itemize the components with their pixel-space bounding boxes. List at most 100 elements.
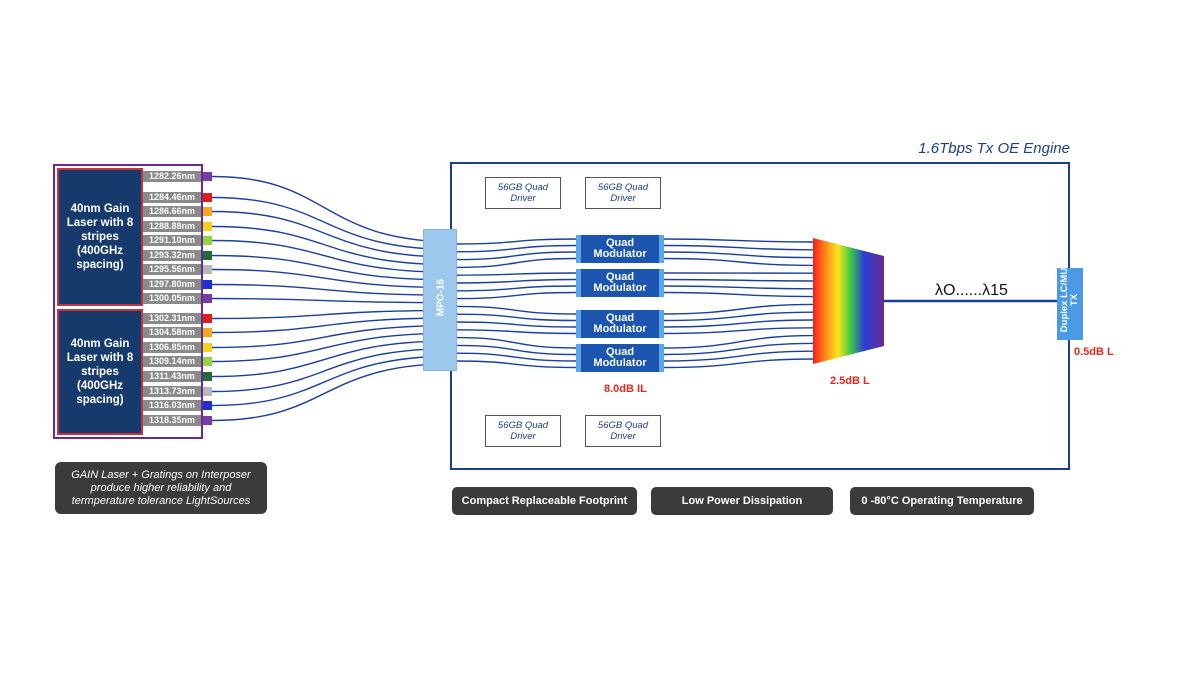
fiber-line (211, 196, 457, 251)
duplex-loss-label: 0.5dB L (1074, 346, 1114, 358)
fiber-line (455, 272, 577, 276)
quad-modulator-2: Quad Modulator (576, 269, 664, 297)
modulator-label: Quad Modulator (593, 237, 647, 260)
wavelength-color-swatch (203, 207, 212, 216)
fiber-line (455, 336, 577, 349)
fiber-line (455, 257, 577, 269)
fiber-line (663, 350, 814, 362)
fiber-line (211, 175, 457, 243)
fiber-line (211, 239, 457, 274)
quad-modulator-1: Quad Modulator (576, 235, 664, 263)
wavelength-label: 1306.85nm (143, 342, 201, 353)
modulator-label: Quad Modulator (593, 271, 647, 294)
wavelength-mux (813, 238, 884, 364)
fiber-line (211, 297, 457, 304)
fiber-line (663, 244, 814, 251)
wavelength-color-swatch (203, 343, 212, 352)
wavelength-color-swatch (203, 193, 212, 202)
wavelength-color-swatch (203, 172, 212, 181)
fiber-line (455, 360, 577, 369)
fiber-line (455, 344, 577, 356)
modulator-label: Quad Modulator (593, 346, 647, 369)
wavelength-color-swatch (203, 265, 212, 274)
wavelength-color-swatch (203, 416, 212, 425)
gain-laser-2-label: 40nm Gain Laser with 8 stripes (400GHz s… (66, 338, 134, 406)
driver-label: 56GB Quad Driver (497, 182, 549, 204)
quad-modulator-3: Quad Modulator (576, 310, 664, 338)
fiber-line (211, 210, 457, 258)
feature-compact-footprint: Compact Replaceable Footprint (452, 487, 637, 515)
fiber-line (211, 340, 457, 378)
fiber-line (211, 332, 457, 363)
fiber-line (663, 257, 814, 267)
wavelength-label: 1300.05nm (143, 293, 201, 304)
fiber-line (663, 319, 814, 328)
fiber-line (663, 327, 814, 335)
wavelength-color-swatch (203, 372, 212, 381)
wavelength-label: 1293.32nm (143, 250, 201, 261)
fiber-line (663, 238, 814, 243)
fiber-line (455, 285, 577, 292)
fiber-line (663, 285, 814, 290)
mpo-connector: MPO-16 (423, 229, 457, 371)
fiber-line (211, 347, 457, 393)
fiber-line (663, 342, 814, 356)
wavelength-label: 1282.26nm (143, 171, 201, 182)
driver-label: 56GB Quad Driver (497, 420, 549, 442)
wavelength-color-swatch (203, 294, 212, 303)
fiber-line (455, 329, 577, 335)
quad-driver-2: 56GB Quad Driver (585, 177, 661, 209)
fiber-line (211, 317, 457, 334)
laser-assembly (53, 164, 203, 439)
wavelength-label: 1313.73nm (143, 386, 201, 397)
fiber-line (211, 268, 457, 289)
fiber-line (211, 225, 457, 266)
wavelength-label: 1309.14nm (143, 356, 201, 367)
fiber-line (455, 313, 577, 322)
fiber-line (211, 309, 457, 320)
gain-laser-1: 40nm Gain Laser with 8 stripes (400GHz s… (57, 168, 143, 306)
fiber-line (211, 324, 457, 349)
modulator-loss-label: 8.0dB IL (604, 383, 647, 395)
fiber-line (663, 311, 814, 322)
wavelength-color-swatch (203, 280, 212, 289)
wavelength-color-swatch (203, 314, 212, 323)
wavelength-label: 1284.46nm (143, 192, 201, 203)
gain-laser-2: 40nm Gain Laser with 8 stripes (400GHz s… (57, 309, 143, 435)
wavelength-label: 1288.88nm (143, 221, 201, 232)
gain-laser-note-text: GAIN Laser + Gratings on Interposer prod… (71, 468, 251, 507)
feature-low-power: Low Power Dissipation (651, 487, 833, 515)
fiber-line (455, 352, 577, 362)
feature-operating-temp: 0 -80°C Operating Temperature (850, 487, 1034, 515)
wavelength-color-swatch (203, 328, 212, 337)
fiber-line (455, 321, 577, 328)
quad-modulator-4: Quad Modulator (576, 344, 664, 372)
fiber-line (211, 355, 457, 407)
wavelength-color-swatch (203, 251, 212, 260)
wavelength-label: 1286.66nm (143, 206, 201, 217)
engine-title: 1.6Tbps Tx OE Engine (918, 140, 1070, 157)
quad-driver-3: 56GB Quad Driver (485, 415, 561, 447)
fiber-line (211, 362, 457, 422)
wavelength-label: 1318.35nm (143, 415, 201, 426)
fiber-line (663, 291, 814, 298)
fiber-line (455, 251, 577, 261)
fiber-line (663, 278, 814, 282)
mpo-label: MPO-16 (435, 278, 447, 317)
output-wavelength-label: λO......λ15 (935, 282, 1008, 299)
duplex-label: Duplex LC/MU TX (1059, 267, 1080, 333)
wavelength-label: 1311.43nm (143, 371, 201, 382)
quad-driver-4: 56GB Quad Driver (585, 415, 661, 447)
wavelength-color-swatch (203, 222, 212, 231)
fiber-line (663, 251, 814, 259)
duplex-connector: Duplex LC/MU TX (1057, 268, 1083, 340)
fiber-line (663, 334, 814, 349)
gain-laser-1-label: 40nm Gain Laser with 8 stripes (400GHz s… (66, 203, 134, 271)
fiber-line (455, 244, 577, 253)
wavelength-color-swatch (203, 236, 212, 245)
driver-label: 56GB Quad Driver (597, 182, 649, 204)
gain-laser-note: GAIN Laser + Gratings on Interposer prod… (55, 462, 267, 514)
wavelength-color-swatch (203, 387, 212, 396)
fiber-line (455, 305, 577, 315)
